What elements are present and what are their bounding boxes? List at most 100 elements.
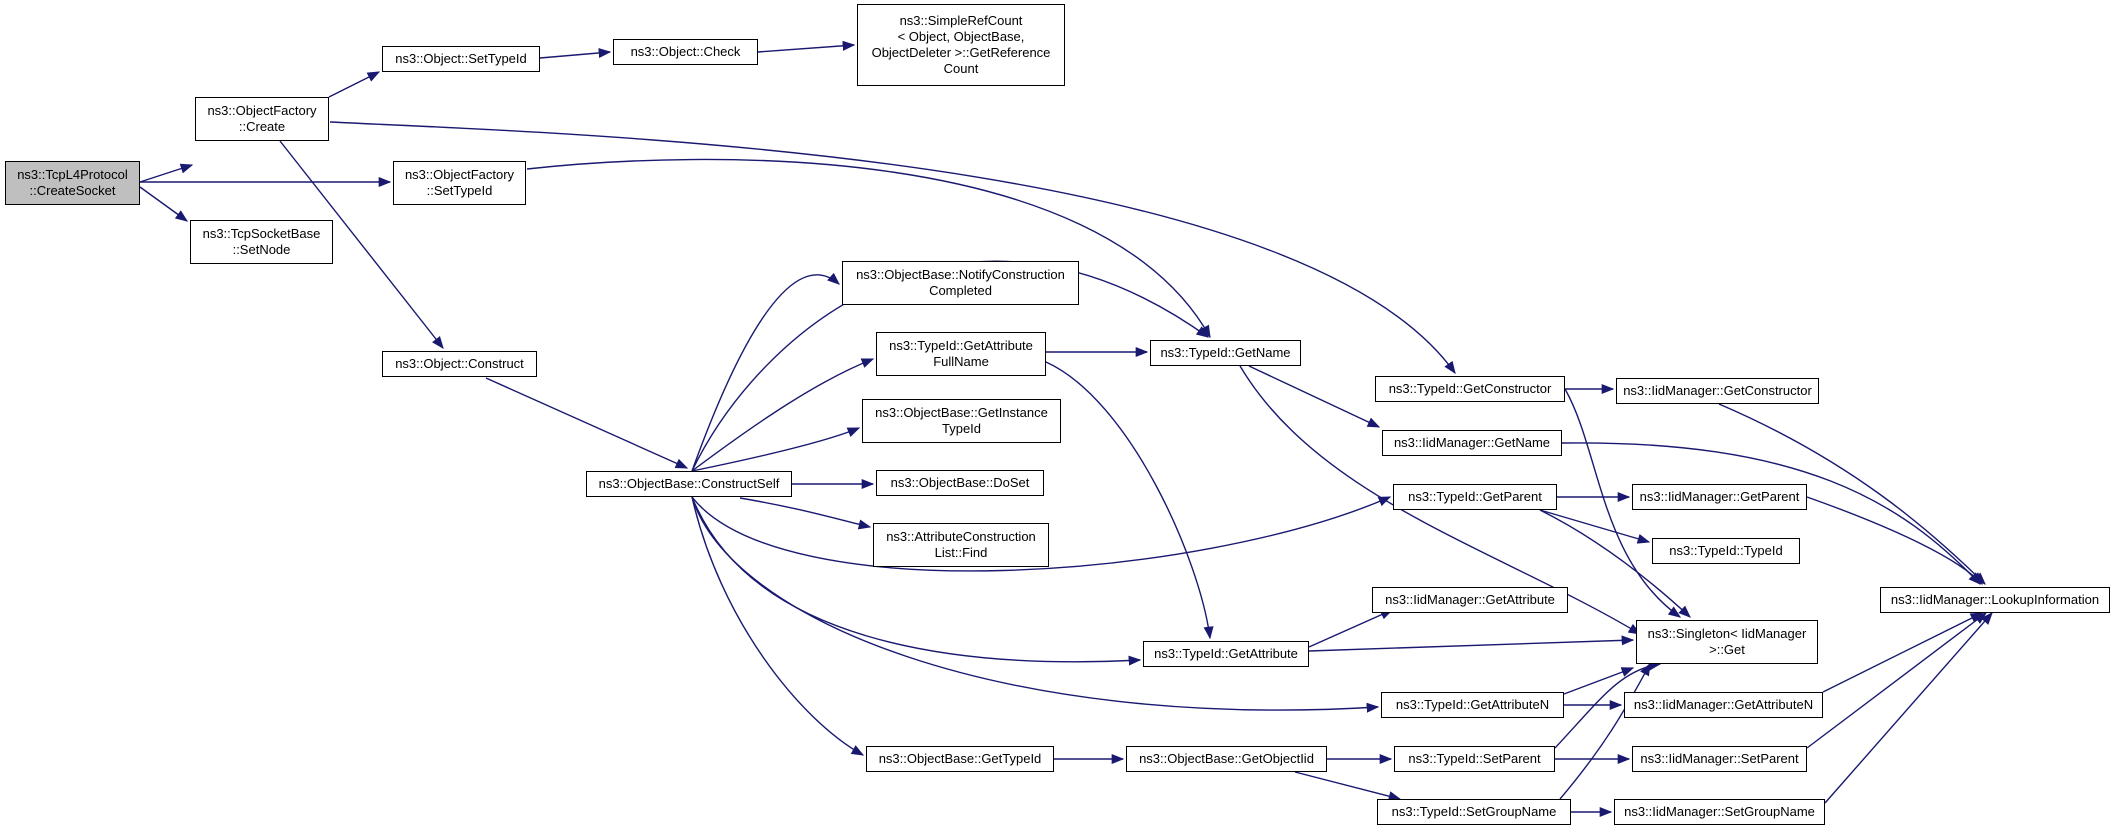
node-label-line: ns3::TcpSocketBase [202, 226, 321, 241]
node-label-line: ::CreateSocket [29, 183, 116, 198]
node-typeid-getconstructor[interactable]: ns3::TypeId::GetConstructor [1375, 376, 1565, 402]
node-label-line: ns3::ObjectBase::DoSet [890, 475, 1030, 490]
node-label-line: ns3::TypeId::GetAttribute [889, 338, 1033, 353]
call-edge [279, 140, 444, 349]
call-edge [691, 496, 1142, 666]
node-typeid-getname[interactable]: ns3::TypeId::GetName [1150, 340, 1301, 366]
node-iid-getattribute[interactable]: ns3::IidManager::GetAttribute [1372, 587, 1568, 613]
call-edge [1564, 388, 1682, 618]
node-typeid-setparent[interactable]: ns3::TypeId::SetParent [1394, 746, 1555, 772]
node-typeid-setgroupname[interactable]: ns3::TypeId::SetGroupName [1377, 799, 1571, 825]
node-label-line: ::SetTypeId [426, 183, 493, 198]
node-label-line: ns3::Singleton< IidManager [1647, 626, 1807, 641]
node-label-line: ns3::TypeId::SetGroupName [1391, 804, 1557, 819]
node-label-line: Count [943, 61, 979, 76]
call-edge [691, 496, 1380, 713]
node-iid-getconstructor[interactable]: ns3::IidManager::GetConstructor [1616, 378, 1819, 404]
call-edge [1239, 365, 1642, 635]
call-edge [691, 496, 865, 756]
node-constructself[interactable]: ns3::ObjectBase::ConstructSelf [586, 471, 792, 497]
node-iid-getattributen[interactable]: ns3::IidManager::GetAttributeN [1624, 692, 1823, 718]
node-label-line: < Object, ObjectBase, [897, 29, 1025, 44]
node-doset[interactable]: ns3::ObjectBase::DoSet [876, 470, 1044, 496]
node-label-line: ns3::TcpL4Protocol [17, 167, 128, 182]
call-edge [485, 377, 689, 469]
node-label-line: ns3::TypeId::TypeId [1669, 543, 1783, 558]
node-label-line: ns3::IidManager::SetParent [1640, 751, 1799, 766]
node-label-line: ::SetNode [232, 242, 291, 257]
call-edge [1539, 509, 1691, 618]
call-edge [1822, 612, 1984, 693]
node-label-line: ns3::ObjectBase::GetTypeId [878, 751, 1042, 766]
call-edge [139, 186, 189, 222]
node-label-line: ns3::Object::SetTypeId [395, 51, 527, 66]
node-label-line: ns3::Object::Construct [395, 356, 524, 371]
node-label-line: ns3::Object::Check [630, 44, 741, 59]
node-label-line: ns3::IidManager::GetName [1393, 435, 1551, 450]
call-edge [139, 163, 194, 183]
call-edge [1308, 635, 1635, 652]
node-label-line: ns3::IidManager::SetGroupName [1624, 804, 1815, 819]
call-edge [1824, 612, 1993, 804]
node-singleton-get[interactable]: ns3::Singleton< IidManager>::Get [1636, 620, 1818, 664]
node-label-line: ns3::IidManager::GetAttributeN [1633, 697, 1814, 712]
node-iid-setgroupname[interactable]: ns3::IidManager::SetGroupName [1614, 799, 1825, 825]
node-label-line: ns3::IidManager::GetAttribute [1385, 592, 1555, 607]
node-simplerefcount[interactable]: ns3::SimpleRefCount< Object, ObjectBase,… [857, 4, 1065, 86]
node-label-line: ns3::IidManager::LookupInformation [1890, 592, 2100, 607]
node-factory-settypeid[interactable]: ns3::ObjectFactory::SetTypeId [393, 161, 526, 205]
call-edge [1294, 771, 1402, 802]
node-iid-getname[interactable]: ns3::IidManager::GetName [1382, 430, 1562, 456]
node-iid-setparent[interactable]: ns3::IidManager::SetParent [1632, 746, 1807, 772]
node-label-line: FullName [933, 354, 989, 369]
call-edge [1561, 442, 1981, 585]
node-label-line: ns3::ObjectFactory [207, 103, 317, 118]
node-typeid-getattribute[interactable]: ns3::TypeId::GetAttribute [1143, 641, 1309, 667]
node-iid-getparent[interactable]: ns3::IidManager::GetParent [1632, 484, 1807, 510]
node-label-line: ns3::ObjectBase::NotifyConstruction [856, 267, 1065, 282]
node-factory-create[interactable]: ns3::ObjectFactory::Create [195, 97, 329, 141]
node-label-line: ns3::ObjectBase::GetObjectIid [1139, 751, 1314, 766]
node-object-check[interactable]: ns3::Object::Check [613, 39, 758, 65]
node-label-line: ns3::IidManager::GetParent [1639, 489, 1800, 504]
call-edge [691, 272, 840, 472]
call-edge [691, 358, 875, 472]
node-objectbase-gettypeid[interactable]: ns3::ObjectBase::GetTypeId [866, 746, 1054, 772]
node-object-settypeid[interactable]: ns3::Object::SetTypeId [382, 46, 540, 72]
node-createsocket[interactable]: ns3::TcpL4Protocol::CreateSocket [5, 161, 140, 205]
node-label-line: ns3::TypeId::GetConstructor [1388, 381, 1552, 396]
node-label-line: >::Get [1709, 642, 1745, 657]
call-edge [328, 71, 381, 98]
node-label-line: ns3::TypeId::GetAttribute [1154, 646, 1298, 661]
node-label-line: List::Find [934, 545, 988, 560]
call-edge [539, 47, 612, 59]
node-tcpsocket-setnode[interactable]: ns3::TcpSocketBase::SetNode [190, 220, 333, 264]
node-label-line: ns3::SimpleRefCount [899, 13, 1023, 28]
node-lookupinformation[interactable]: ns3::IidManager::LookupInformation [1880, 587, 2110, 613]
node-getobjectiid[interactable]: ns3::ObjectBase::GetObjectIid [1126, 746, 1327, 772]
call-edge [1806, 612, 1988, 749]
node-typeid-getparent[interactable]: ns3::TypeId::GetParent [1393, 484, 1557, 510]
node-label-line: TypeId [941, 421, 982, 436]
node-object-construct[interactable]: ns3::Object::Construct [382, 351, 537, 377]
node-label-line: ns3::IidManager::GetConstructor [1623, 383, 1812, 398]
call-edge [1806, 496, 1983, 585]
call-edge [329, 121, 1456, 375]
node-label-line: ns3::AttributeConstruction [886, 529, 1036, 544]
node-label-line: ns3::ObjectBase::GetInstance [875, 405, 1048, 420]
node-label-line: ns3::TypeId::GetName [1160, 345, 1291, 360]
call-edge [1539, 509, 1651, 544]
node-typeid-typeid[interactable]: ns3::TypeId::TypeId [1652, 538, 1800, 564]
node-label-line: ns3::ObjectFactory [404, 167, 515, 182]
node-label-line: ns3::TypeId::SetParent [1408, 751, 1541, 766]
node-label-line: Completed [929, 283, 992, 298]
call-edge [1308, 609, 1394, 648]
node-label-line: ObjectDeleter >::GetReference [871, 45, 1051, 60]
node-typeid-getattributen[interactable]: ns3::TypeId::GetAttributeN [1381, 692, 1564, 718]
call-edge [757, 40, 856, 53]
